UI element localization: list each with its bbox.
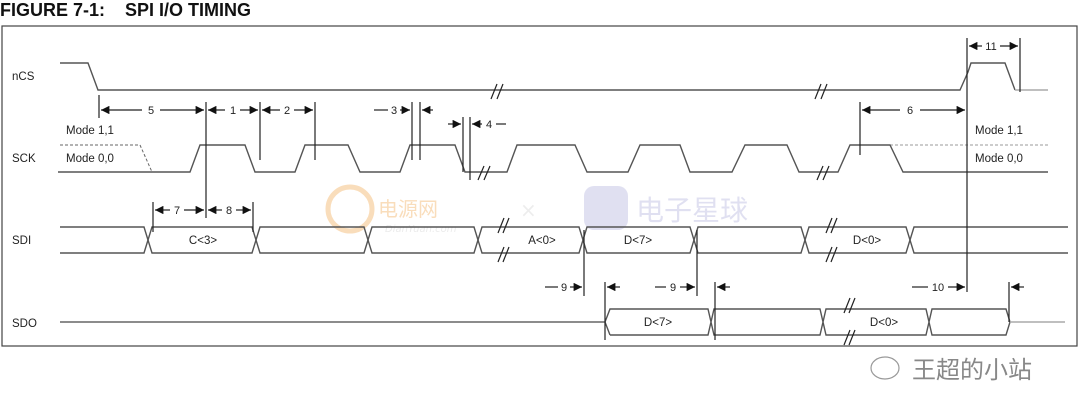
mode-0-0-label-right: Mode 0,0 <box>975 153 1023 165</box>
sdi-data-a0: A<0> <box>528 235 556 247</box>
param-11: 11 <box>985 41 996 53</box>
watermark-wechat: 王超的小站 <box>870 356 1032 384</box>
param-3: 3 <box>391 105 397 117</box>
timing-reference-lines <box>98 38 1021 340</box>
watermark-planet-text: 电子星球 <box>636 194 748 227</box>
wechat-icon <box>870 356 900 380</box>
param-8: 8 <box>226 205 232 217</box>
signal-label-sck: SCK <box>12 153 36 165</box>
param-1: 1 <box>230 105 236 117</box>
mode-1-1-label-right: Mode 1,1 <box>975 125 1023 137</box>
sdo-waveform <box>60 297 1065 346</box>
param-9-second: 9 <box>670 282 676 294</box>
watermark-wechat-text: 王超的小站 <box>912 356 1032 384</box>
figure-title: FIGURE 7-1: SPI I/O TIMING <box>0 0 251 21</box>
sdi-data-c3: C<3> <box>189 235 217 247</box>
sdo-data-d0: D<0> <box>870 317 898 329</box>
timing-arrows <box>100 41 1024 292</box>
ncs-waveform <box>60 62 1048 100</box>
watermark-dianyuan-url: DianYuan.com <box>385 224 457 235</box>
param-9-first: 9 <box>561 282 567 294</box>
figure-caption: SPI I/O TIMING <box>125 0 252 20</box>
sck-waveform <box>58 144 1048 181</box>
sdi-waveform <box>60 217 1068 263</box>
timing-param-labels: 5 1 2 3 4 6 11 7 8 9 9 10 <box>148 41 997 294</box>
sdi-data-d7: D<7> <box>624 235 652 247</box>
param-4: 4 <box>486 119 492 131</box>
signal-label-sdo: SDO <box>12 318 37 330</box>
param-2: 2 <box>284 105 290 117</box>
mode-1-1-label-left: Mode 1,1 <box>66 125 114 137</box>
param-10: 10 <box>932 282 944 294</box>
watermark-dianyuan: 电源网 DianYuan.com × <box>325 184 537 235</box>
param-6: 6 <box>907 105 913 117</box>
diagram-frame <box>1 25 1078 347</box>
sdo-data-d7: D<7> <box>644 317 672 329</box>
signal-label-sdi: SDI <box>12 235 31 247</box>
sdi-data-d0: D<0> <box>853 235 881 247</box>
param-5: 5 <box>148 105 154 117</box>
watermark-planet: 电子星球 <box>584 186 748 230</box>
figure-number: FIGURE 7-1: <box>0 0 106 20</box>
mode-0-0-label-left: Mode 0,0 <box>66 153 114 165</box>
signal-label-ncs: nCS <box>12 71 35 83</box>
param-7: 7 <box>174 205 180 217</box>
watermark-dianyuan-text: 电源网 <box>378 197 438 221</box>
watermark-times: × <box>520 198 537 222</box>
